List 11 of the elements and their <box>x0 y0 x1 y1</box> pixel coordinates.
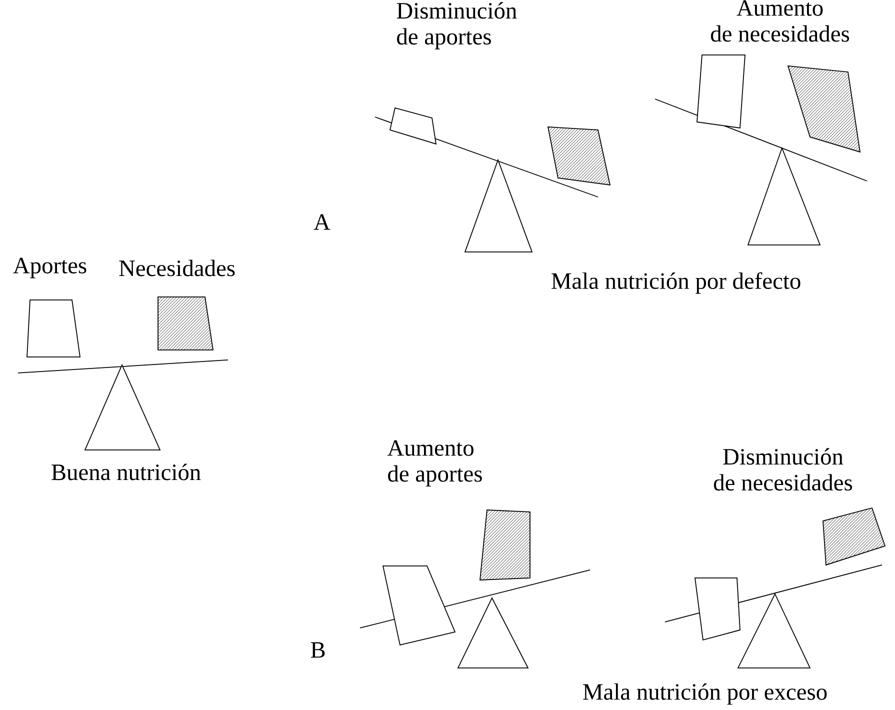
text-label: Disminución de necesidades <box>714 448 852 491</box>
text-label: Aumento de aportes <box>387 440 482 487</box>
text-label: Disminución de aportes <box>396 2 517 50</box>
text-label: Buena nutrición <box>52 464 201 480</box>
text-label: Mala nutrición por exceso <box>583 683 827 705</box>
text-label: Necesidades <box>119 260 235 276</box>
text-label: B <box>310 642 325 658</box>
text-label: Mala nutrición por defecto <box>552 272 800 294</box>
text-label: A <box>314 214 330 230</box>
text-label: Aportes <box>13 258 86 278</box>
text-label: Aumento de necesidades <box>710 0 850 42</box>
